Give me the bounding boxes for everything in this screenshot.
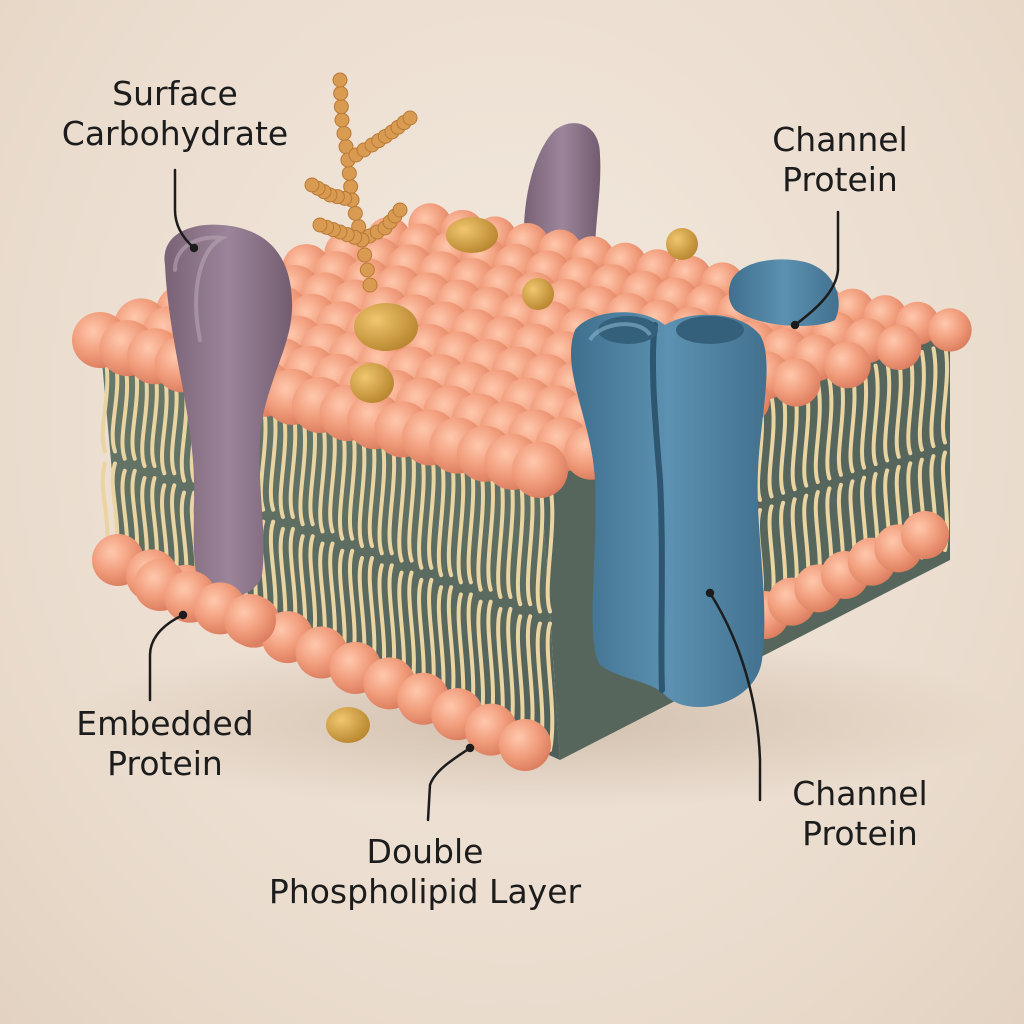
label-embedded-protein-line1: Embedded xyxy=(76,704,254,743)
lipid-tail xyxy=(545,483,555,614)
label-channel-protein-bottom: Channel Protein xyxy=(760,774,960,854)
channel-protein-small xyxy=(728,259,839,326)
lipid-tail xyxy=(767,394,776,499)
lipid-tail xyxy=(917,349,926,452)
label-double-phospholipid-layer: Double Phospholipid Layer xyxy=(230,832,620,912)
lipid-tail xyxy=(515,477,525,607)
lipid-head xyxy=(876,325,922,370)
leader-channel-protein-top xyxy=(793,210,840,327)
lipid-tail xyxy=(894,356,903,459)
label-embedded-protein: Embedded Protein xyxy=(50,704,280,784)
lipid-tail xyxy=(929,346,938,449)
label-double-phospholipid-layer-line2: Phospholipid Layer xyxy=(268,872,582,911)
channel-protein-large xyxy=(571,312,767,708)
carbohydrate-bead xyxy=(334,112,350,128)
carbohydrate-bead xyxy=(362,277,378,293)
label-surface-carbohydrate-line1: Surface xyxy=(112,74,238,113)
carbohydrate-bead xyxy=(359,262,375,278)
lipid-tail xyxy=(825,377,834,481)
lipid-tail xyxy=(906,353,915,456)
fatty-acid-tails xyxy=(100,343,949,752)
lipid-tail xyxy=(871,363,880,467)
lipid-head xyxy=(901,511,949,559)
carbohydrate-bead xyxy=(341,165,357,181)
carbohydrate-bead xyxy=(392,202,408,218)
surface-carbohydrate-chain xyxy=(304,72,418,293)
leader-embedded-protein xyxy=(148,613,185,702)
carbohydrate-bead xyxy=(333,99,349,115)
label-channel-protein-bottom-line2: Protein xyxy=(802,814,918,853)
label-surface-carbohydrate: Surface Carbohydrate xyxy=(30,74,320,154)
embedded-protein xyxy=(164,224,293,598)
lipid-head xyxy=(499,719,551,771)
lipid-tail xyxy=(456,459,466,585)
loose-molecules xyxy=(326,217,698,743)
carbohydrate-bead xyxy=(312,217,328,233)
label-channel-protein-bottom-line1: Channel xyxy=(792,774,928,813)
carbohydrate-bead xyxy=(332,72,348,88)
lipid-tail xyxy=(860,367,869,470)
lipid-tail xyxy=(377,435,387,556)
lipid-head xyxy=(224,594,276,646)
carbohydrate-bead xyxy=(336,125,352,141)
carbohydrate-bead xyxy=(402,110,418,126)
carbohydrate-bead xyxy=(347,205,363,221)
lipid-tail xyxy=(535,483,545,614)
label-channel-protein-top: Channel Protein xyxy=(740,120,940,200)
lipid-tail xyxy=(941,343,949,445)
label-channel-protein-top-line1: Channel xyxy=(772,120,908,159)
lipid-tail xyxy=(813,380,822,485)
lipid-tail xyxy=(100,353,110,454)
label-embedded-protein-line2: Protein xyxy=(107,744,223,783)
lipid-tail xyxy=(883,360,892,463)
leader-double-phospholipid xyxy=(426,746,472,822)
label-surface-carbohydrate-line2: Carbohydrate xyxy=(61,114,289,153)
front-edge-heads xyxy=(134,559,276,646)
lipid-head xyxy=(512,442,568,498)
back-embedded-protein xyxy=(524,123,601,255)
lipid-head xyxy=(928,308,972,352)
lipid-tail xyxy=(397,441,406,563)
lipid-tail xyxy=(779,391,788,495)
lipid-head xyxy=(772,358,821,407)
lipid-head xyxy=(824,341,871,389)
carbohydrate-bead xyxy=(357,247,373,263)
lipid-tail xyxy=(318,418,327,534)
label-double-phospholipid-layer-line1: Double xyxy=(366,832,484,871)
label-channel-protein-top-line2: Protein xyxy=(782,160,898,199)
carbohydrate-bead xyxy=(333,85,349,101)
carbohydrate-bead xyxy=(304,177,320,193)
leader-channel-protein-bottom xyxy=(708,591,762,802)
leader-lines xyxy=(148,168,840,822)
lipid-tail xyxy=(545,621,555,752)
